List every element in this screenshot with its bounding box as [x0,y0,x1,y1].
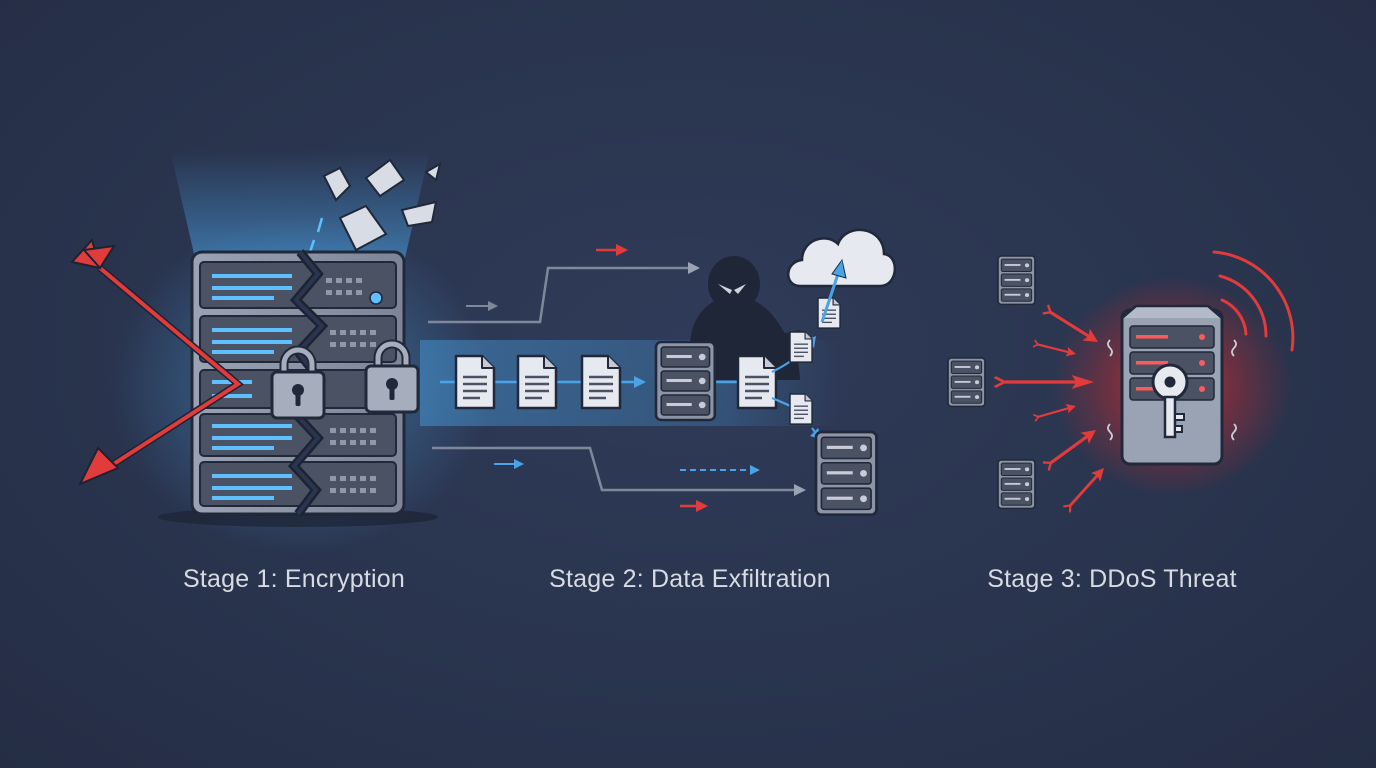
document-icon-2 [516,354,558,410]
hooded-hacker-icon [690,256,806,380]
server-icon-3 [997,255,1036,306]
key-icon [1151,363,1189,439]
server-icon-4 [947,357,986,408]
server-icon-5 [997,459,1036,510]
server-icon-2 [814,430,878,517]
stage1-illustration [70,150,490,555]
stage-2-label: Stage 2: Data Exfiltration [549,565,831,593]
stage3-illustration [947,250,1295,516]
shattered-document-icon [308,158,442,253]
server-rack-icon [190,249,406,517]
stage2-illustration [420,228,897,517]
target-server [1120,304,1224,466]
stage-3-label: Stage 3: DDoS Threat [987,565,1237,593]
signal-waves-icon [1212,250,1295,352]
vibration-lines [1107,339,1237,441]
stage-1-label: Stage 1: Encryption [183,565,405,593]
document-icon-4 [736,354,778,410]
cloud-upload-icon [787,228,897,323]
document-icon [454,354,496,410]
red-arrow-icon [70,237,244,486]
document-icon-7 [789,393,813,425]
document-icon-5 [789,331,813,363]
document-icon-3 [580,354,622,410]
server-icon [654,340,717,422]
